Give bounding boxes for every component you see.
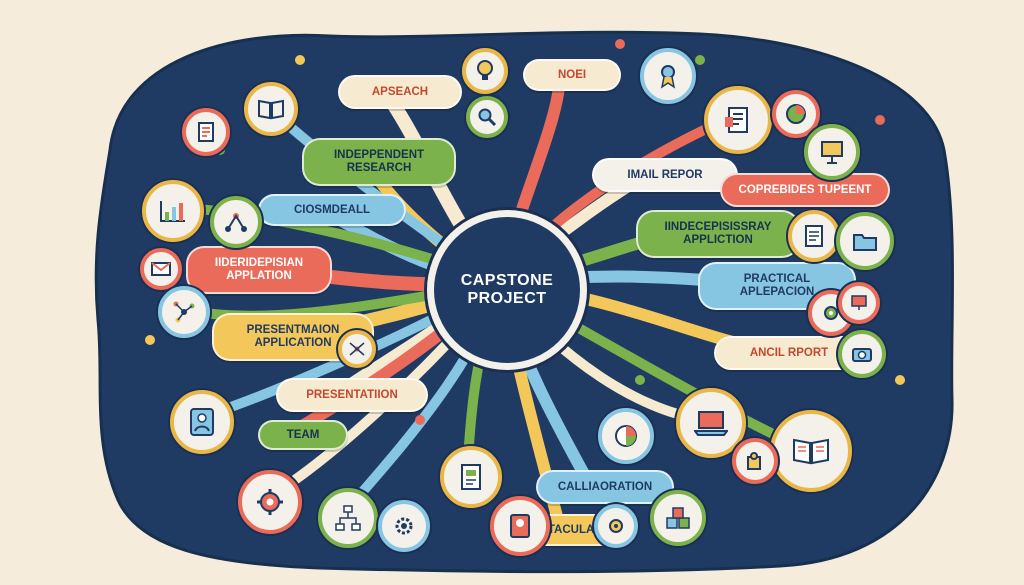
decor-dot xyxy=(895,375,905,385)
label-noei: NOEI xyxy=(523,59,621,91)
puzzle-icon xyxy=(732,438,778,484)
flowchart-icon xyxy=(318,488,378,548)
lightbulb-icon xyxy=(462,48,508,94)
label-apseach: APSEACH xyxy=(338,75,462,109)
envelope-icon xyxy=(140,248,182,290)
magnifier-icon xyxy=(466,96,508,138)
central-title: CAPSTONE xyxy=(460,271,554,289)
gear-icon xyxy=(238,470,302,534)
network-icon xyxy=(210,196,262,248)
person-profile-icon xyxy=(170,390,234,454)
label-independent-research: INDEPPENDENT RESEARCH xyxy=(302,138,456,186)
blocks-icon xyxy=(650,490,706,546)
presentation-board-icon xyxy=(804,124,860,180)
label-presentation: PRESENTATIION xyxy=(276,378,428,412)
book-icon xyxy=(244,82,298,136)
central-node: CAPSTONE PROJECT xyxy=(427,210,587,370)
decor-dot xyxy=(615,39,625,49)
decor-dot xyxy=(635,375,645,385)
open-book-icon xyxy=(770,410,852,492)
decor-dot xyxy=(875,115,885,125)
gear-icon xyxy=(594,504,638,548)
laptop-icon xyxy=(676,388,746,458)
award-icon xyxy=(640,48,696,104)
presentation-board-icon xyxy=(838,282,880,324)
decor-dot xyxy=(145,335,155,345)
camera-icon xyxy=(838,330,886,378)
decor-dot xyxy=(415,415,425,425)
pie-chart-icon xyxy=(772,90,820,138)
label-indecepisissray-appliction: IINDECEPISISSRAY APPLICTION xyxy=(636,210,800,258)
chart-icon xyxy=(142,180,204,242)
central-subtitle: PROJECT xyxy=(467,290,547,307)
label-calliaoration: CALLIAORATION xyxy=(536,470,674,504)
document-icon xyxy=(182,108,230,156)
folder-icon xyxy=(836,212,894,270)
label-interdisciplinary-application: IIDERIDEPISIAN APPLATION xyxy=(186,246,332,294)
label-ciosmdeall: CIOSMDEALL xyxy=(258,194,406,226)
label-imail-repor: IMAIL REPOR xyxy=(592,158,738,192)
gear-icon xyxy=(378,500,430,552)
network-icon xyxy=(338,330,376,368)
report-icon xyxy=(704,86,772,154)
label-team: TEAM xyxy=(258,420,348,450)
decor-dot xyxy=(695,55,705,65)
document-icon xyxy=(788,210,840,262)
report-icon xyxy=(440,446,502,508)
label-coprebides-tupeent: COPREBIDES TUPEENT xyxy=(720,173,890,207)
person-profile-icon xyxy=(490,496,550,556)
decor-dot xyxy=(295,55,305,65)
pie-chart-icon xyxy=(598,408,654,464)
network-icon xyxy=(158,286,210,338)
